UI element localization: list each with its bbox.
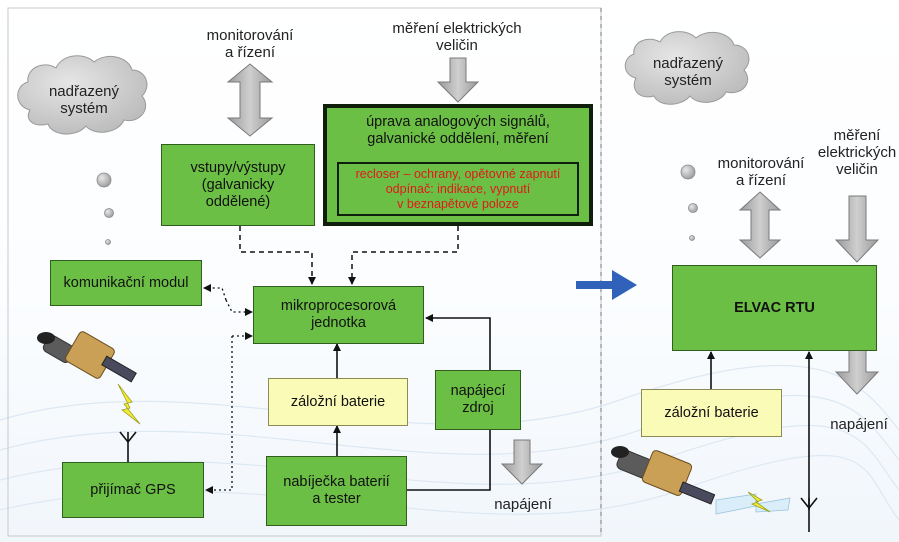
comm-module-box: komunikační modul: [50, 260, 202, 306]
power-supply-box: napájecí zdroj: [435, 370, 521, 430]
thought-dots-left: [96, 172, 114, 245]
power-label-left: napájení: [494, 496, 552, 513]
cloud-label-right: nadřazený systém: [652, 55, 724, 89]
backup-battery-box-right: záložní baterie: [641, 389, 782, 437]
measure-label-right: měření elektrických veličin: [817, 127, 897, 178]
monitor-label-right: monitorování a řízení: [717, 155, 805, 189]
power-label-right: napájení: [830, 416, 888, 433]
antenna-icons: [119, 431, 818, 510]
arrow-monitor-left: [226, 63, 274, 137]
recloser-box: recloser – ochrany, opětovné zapnutí odp…: [337, 162, 579, 216]
transition-arrow: [576, 270, 637, 300]
arrow-power-left: [500, 439, 544, 485]
charger-tester-box: nabíječka baterií a tester: [266, 456, 407, 526]
block-arrows: [226, 57, 880, 485]
arrow-monitor-right: [738, 191, 782, 259]
satellite-icon-left: [37, 331, 137, 383]
dashed-connectors: [239, 226, 459, 285]
cloud-label-left: nadřazený systém: [48, 83, 120, 117]
analog-processing-label: úprava analogových signálů, galvanické o…: [366, 114, 550, 147]
analog-processing-box: úprava analogových signálů, galvanické o…: [323, 104, 593, 226]
lightning-icon-left: [117, 383, 141, 425]
lightning-icon-right: [715, 491, 791, 515]
gps-receiver-box: přijímač GPS: [62, 462, 204, 518]
backup-battery-box-left: záložní baterie: [268, 378, 408, 426]
monitor-label-left: monitorování a řízení: [206, 27, 294, 61]
cloud-shape-right: [624, 31, 750, 105]
satellite-icon-right: [611, 446, 716, 505]
cpu-box: mikroprocesorová jednotka: [253, 286, 424, 344]
cloud-shape-left: [17, 55, 148, 135]
elvac-rtu-box: ELVAC RTU: [672, 265, 877, 351]
dotted-connectors: [203, 284, 253, 494]
arrow-power-right: [834, 347, 880, 395]
arrow-measure-right: [834, 195, 880, 263]
thought-dots-right: [680, 164, 698, 241]
arrow-measure-left: [436, 57, 480, 103]
io-box: vstupy/výstupy (galvanicky oddělené): [161, 144, 315, 226]
measure-label-left: měření elektrických veličin: [392, 20, 522, 54]
